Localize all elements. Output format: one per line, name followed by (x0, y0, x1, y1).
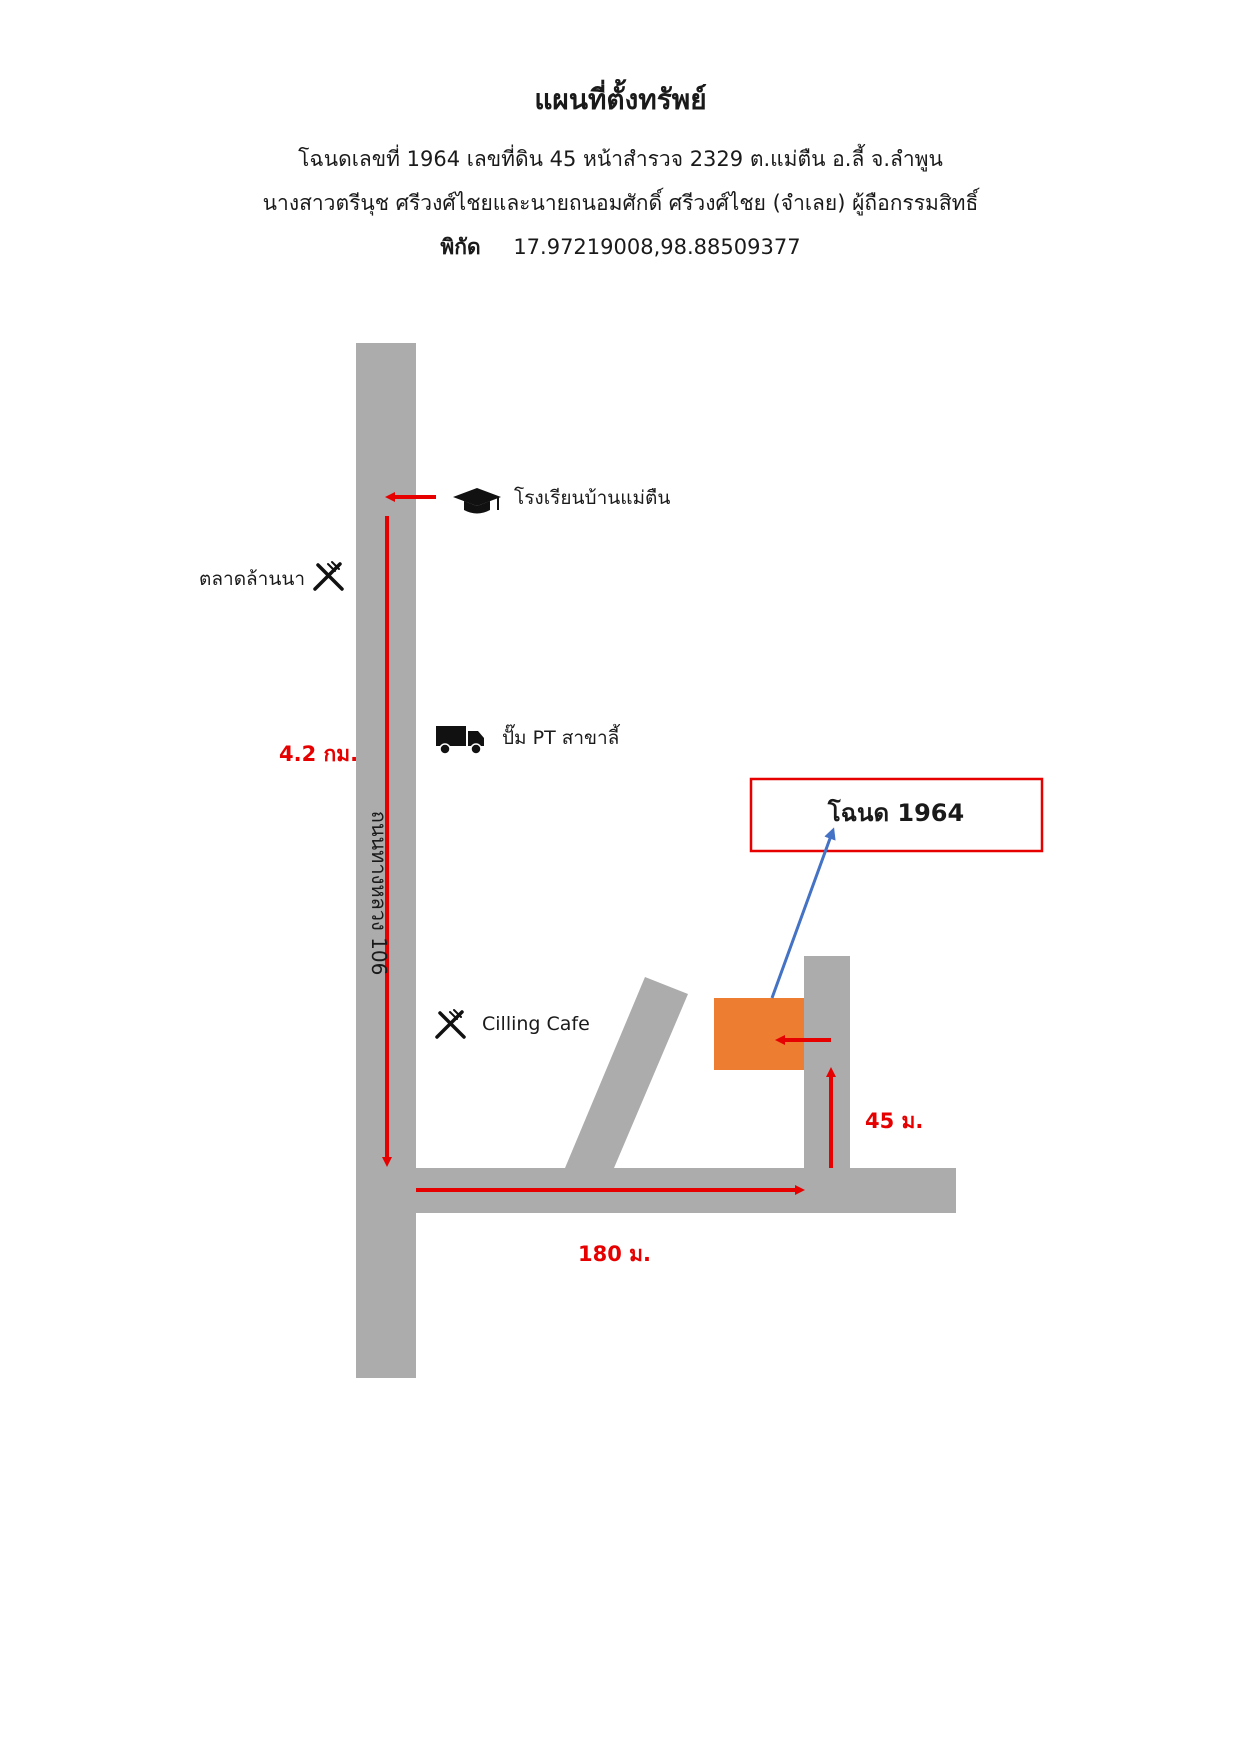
fork-knife-icon (313, 561, 344, 591)
deed-label-box (749, 777, 1044, 853)
distance-main-road: 4.2 กม. (279, 742, 358, 766)
map-header: แผนที่ตั้งทรัพย์ โฉนดเลขที่ 1964 เลขที่ด… (0, 78, 1241, 276)
coordinates-value: 17.97219008,98.88509377 (513, 235, 801, 259)
graduation-cap-icon (453, 488, 501, 514)
distance-side-road: 180 ม. (578, 1242, 651, 1266)
property-parcel (714, 998, 804, 1070)
truck-icon (436, 726, 484, 755)
school-label: โรงเรียนบ้านแม่ตืน (514, 486, 670, 509)
lane-road (804, 956, 850, 1168)
deed-info-line: โฉนดเลขที่ 1964 เลขที่ดิน 45 หน้าสำรวจ 2… (298, 147, 943, 171)
fork-knife-icon (435, 1009, 466, 1039)
page-title: แผนที่ตั้งทรัพย์ (534, 83, 707, 116)
market-label: ตลาดล้านนา (199, 568, 305, 590)
coordinates-label: พิกัด (440, 235, 481, 259)
cafe-label: Cilling Cafe (482, 1013, 590, 1035)
coordinates-line: พิกัด 17.97219008,98.88509377 (0, 232, 1241, 262)
branch-road (565, 977, 688, 1168)
deed-pointer-arrow (770, 827, 836, 999)
distance-lane: 45 ม. (865, 1109, 923, 1133)
road-name-label: ถนนทางหลวง 106 (367, 811, 391, 976)
deed-label: โฉนด 1964 (827, 798, 964, 827)
gas-station-label: ปั๊ม PT สาขาลี้ (502, 724, 621, 749)
owner-info-line: นางสาวตรีนุช ศรีวงศ์ไชยและนายถนอมศักดิ์ … (262, 191, 979, 215)
